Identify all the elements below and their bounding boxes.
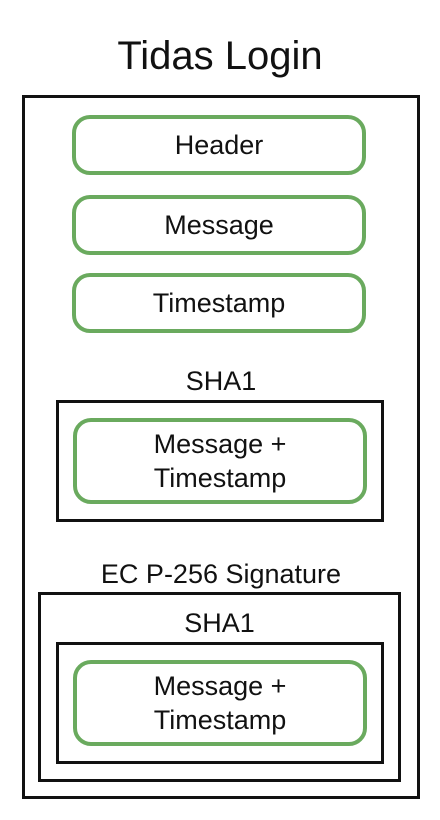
signature-frame [38, 592, 401, 782]
timestamp-field-label: Timestamp [152, 288, 286, 318]
timestamp-field: Timestamp [72, 273, 366, 333]
signature-sha1-frame [56, 642, 384, 764]
message-field-label: Message [164, 210, 274, 240]
outer-frame [22, 95, 420, 799]
sha1-content-line2: Timestamp [153, 463, 287, 493]
page-title: Tidas Login [117, 34, 323, 78]
signature-sha1-label: SHA1 [184, 608, 255, 638]
sha1-content-line1: Message + [153, 429, 287, 459]
signature-content-line1: Message + [153, 671, 287, 701]
header-field-label: Header [174, 130, 264, 160]
signature-content-line2: Timestamp [153, 705, 287, 735]
sha1-frame [56, 400, 384, 522]
header-field: Header [72, 115, 366, 175]
sha1-content: Message + Timestamp [73, 418, 367, 504]
signature-label: EC P-256 Signature [100, 559, 342, 589]
sha1-label: SHA1 [185, 366, 257, 396]
message-field: Message [72, 195, 366, 255]
signature-content: Message + Timestamp [73, 660, 367, 746]
